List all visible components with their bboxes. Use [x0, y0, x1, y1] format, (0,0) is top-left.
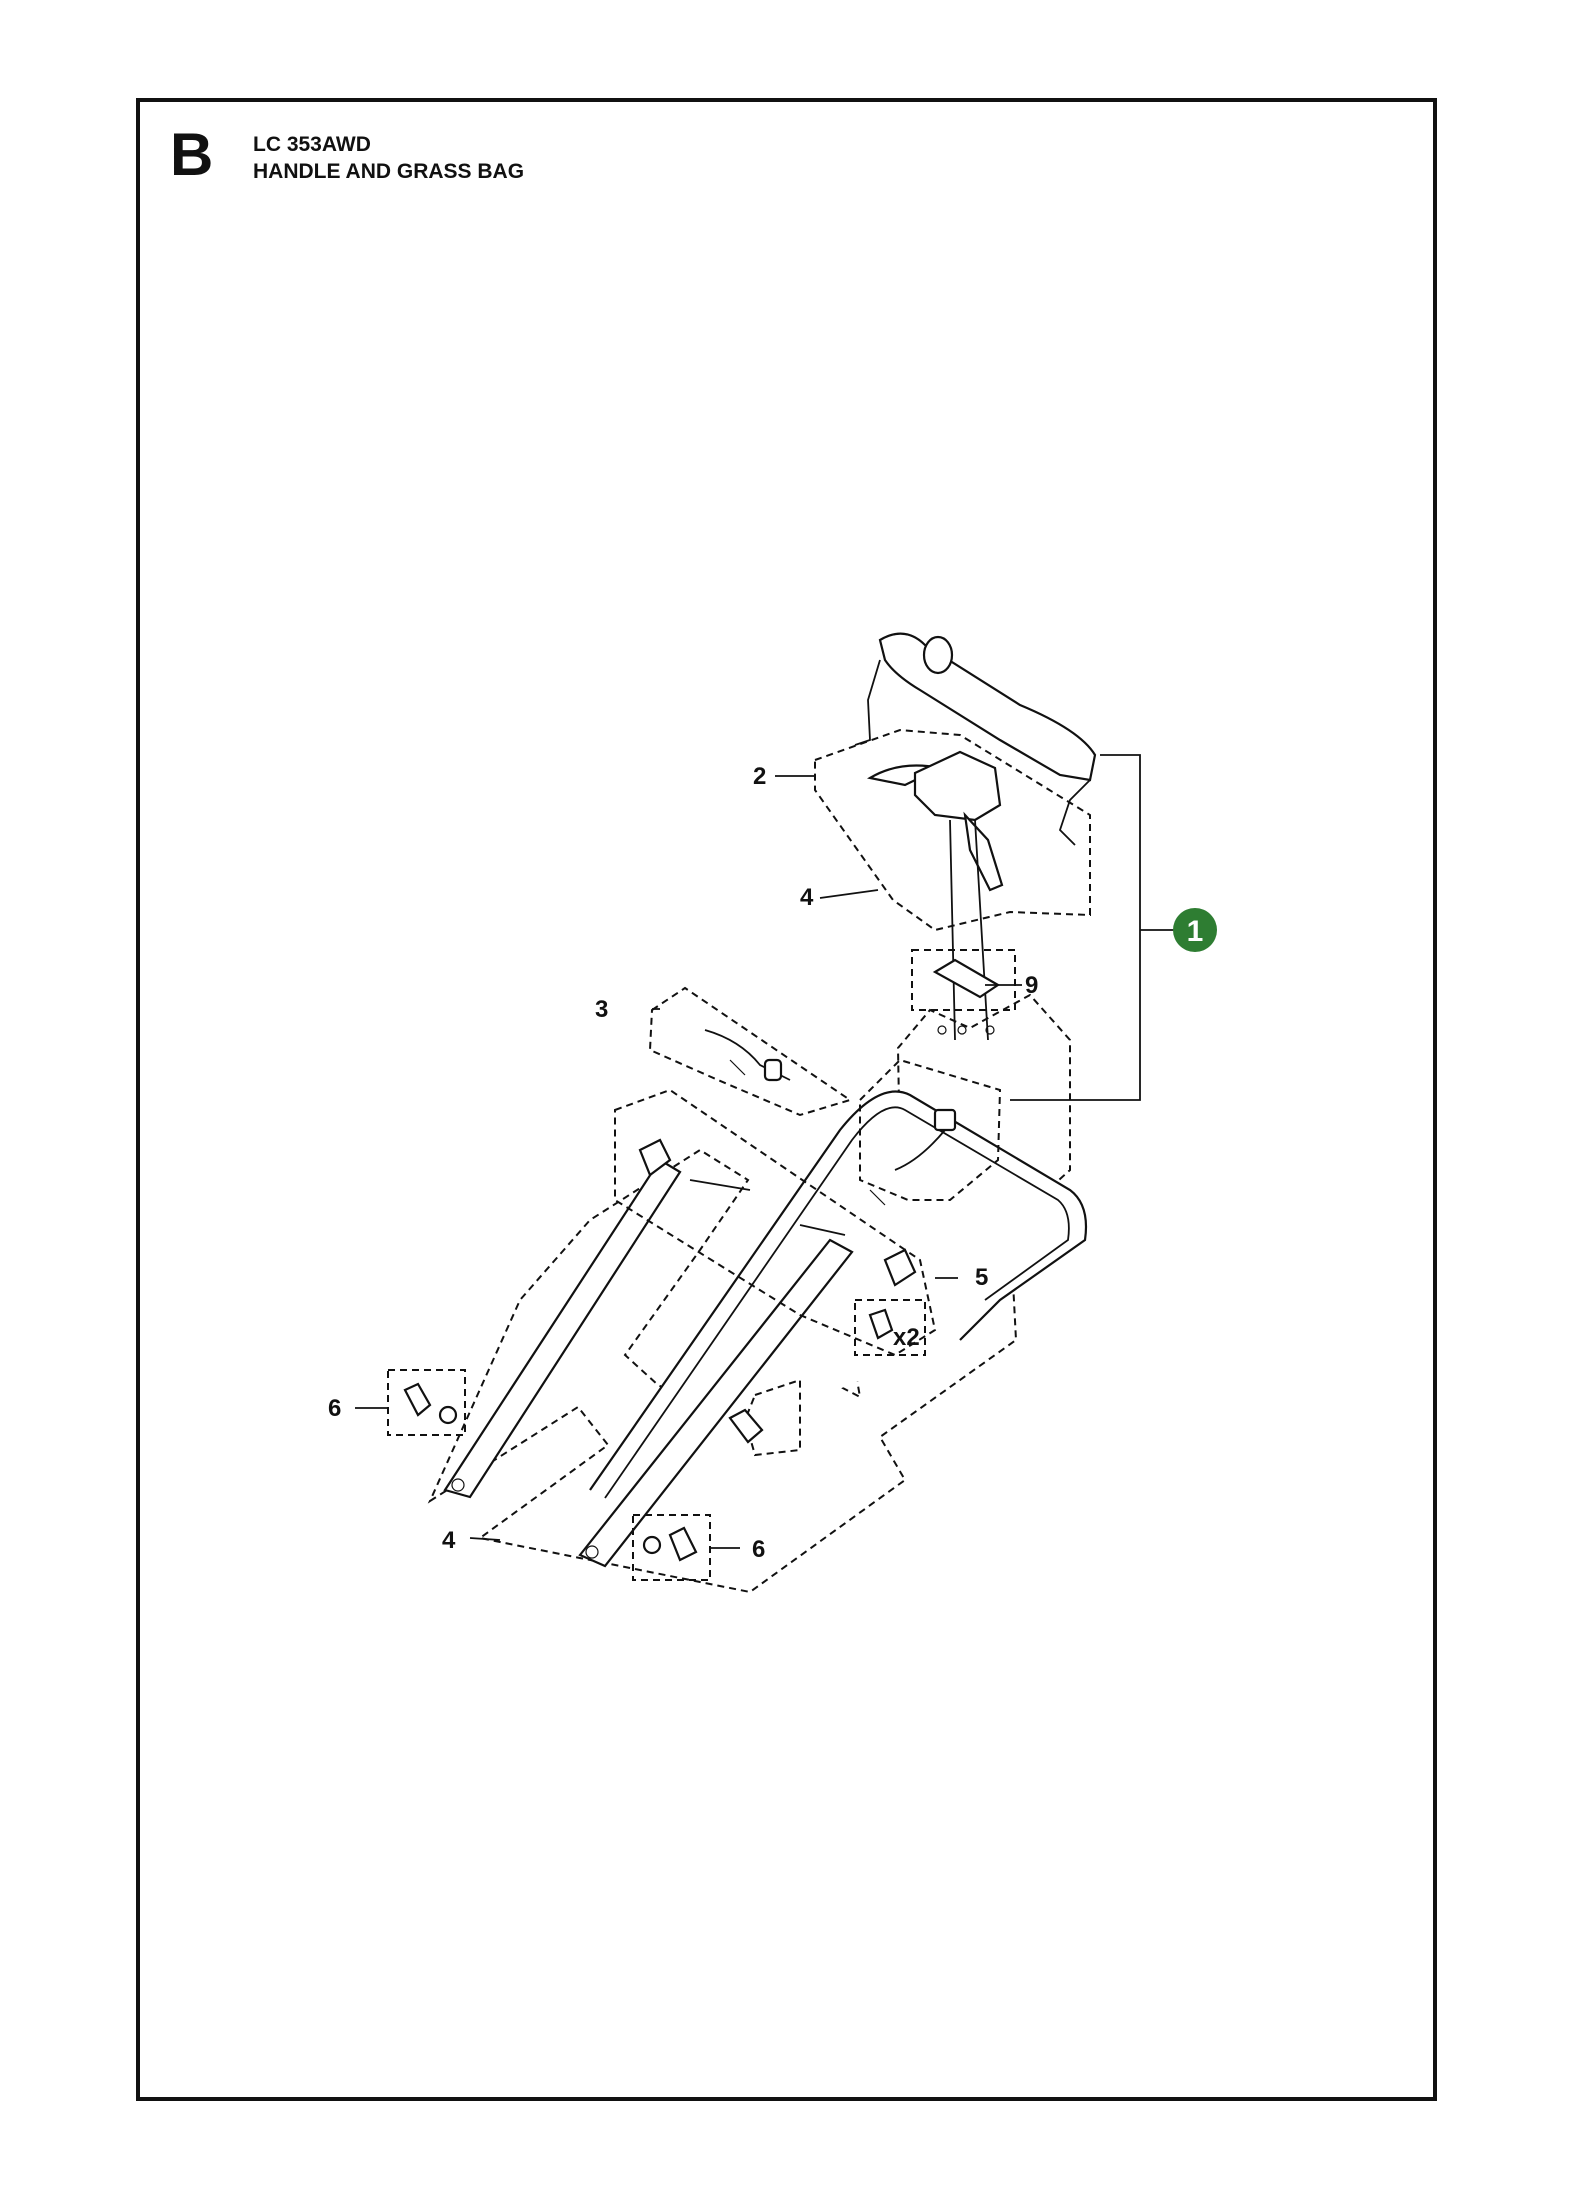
callout-6-right: 6 [752, 1536, 765, 1563]
model-name: LC 353AWD [253, 133, 371, 156]
callout-4-bottom: 4 [442, 1527, 456, 1554]
lower-knob-left [387, 1369, 466, 1436]
callout-5: 5 [975, 1264, 988, 1291]
handle-assembly-outline [427, 993, 1071, 1594]
callout-1: 1 [1187, 915, 1204, 948]
callout-9: 9 [1025, 972, 1038, 999]
leader-lines [355, 754, 1175, 1549]
lower-handle-bars [443, 1158, 854, 1568]
callout-4-top: 4 [800, 884, 814, 911]
callout-1-badge [1173, 908, 1217, 952]
mounting-plate [911, 949, 1016, 1035]
callout-3: 3 [595, 996, 608, 1023]
callout-2: 2 [753, 763, 766, 790]
knob-assembly [614, 1059, 937, 1357]
lower-clamp [728, 1378, 801, 1457]
upper-grip [854, 632, 1097, 846]
page-frame [136, 98, 1437, 2101]
main-assembly-callout: 1 [1173, 908, 1217, 952]
section-letter: B [170, 121, 214, 188]
callout-x2: x2 [893, 1324, 920, 1351]
page-title: HANDLE AND GRASS BAG [253, 160, 525, 183]
control-box-assembly [814, 728, 1091, 1041]
cable-assembly [648, 986, 853, 1117]
drive-cable [859, 1058, 1002, 1201]
callout-6-left: 6 [328, 1395, 341, 1422]
lower-knob-right [632, 1514, 711, 1581]
